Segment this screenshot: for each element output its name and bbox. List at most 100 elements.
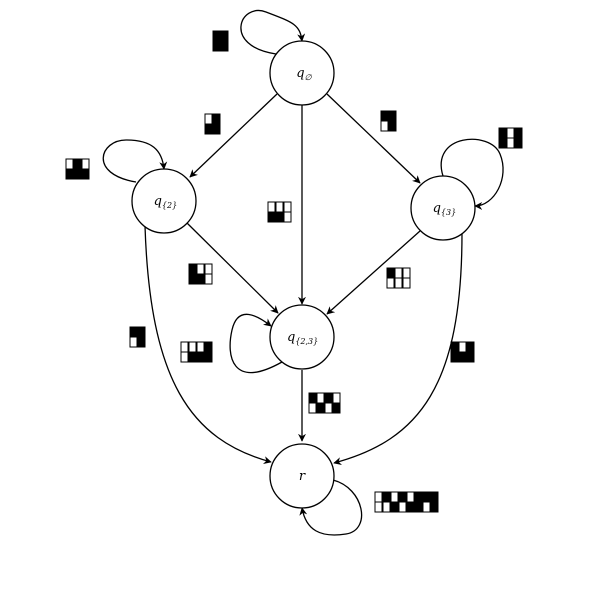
label-column [137,326,146,348]
label-column [73,158,82,180]
label-column [204,341,213,363]
label-cell-bottom [498,137,507,149]
label-cell-bottom [196,273,205,285]
label-cell-bottom [188,273,197,285]
label-column [506,127,515,149]
label-cell-bottom [406,501,415,513]
label-column [498,127,507,149]
label-column [81,158,90,180]
label-cell-bottom [382,501,391,513]
state-circle [131,168,197,234]
label-cell-top [65,158,74,170]
label-cell-top [394,267,403,279]
label-column [267,201,276,223]
label-cell-bottom [204,351,213,363]
edge-q_2-loop [102,139,168,183]
label-cell-bottom [180,351,189,363]
edge-label-q_2-to-q_23 [188,263,213,285]
label-column [388,110,397,132]
label-cell-top [204,113,213,125]
label-cell-top [388,110,397,122]
label-cell-top [81,158,90,170]
label-cell-bottom [380,120,389,132]
label-cell-bottom [394,277,403,289]
label-cell-top [180,341,189,353]
label-cell-top [73,158,82,170]
label-cell-top [188,263,197,275]
label-column [129,326,138,348]
label-column [324,392,333,414]
label-cell-bottom [402,277,411,289]
label-cell-bottom [506,137,515,149]
edge-q_2-to-q_23 [186,222,279,314]
label-column [332,392,341,414]
state-subscript: {2} [162,201,177,210]
label-column [406,491,415,513]
label-cell-top [506,127,515,139]
label-column [204,263,213,285]
label-column [450,341,459,363]
label-column [308,392,317,414]
edge-r-loop [299,479,363,536]
label-column [414,491,423,513]
nodes-layer: q∅q{2}q{3}q{2,3}r [131,40,476,509]
label-column [188,263,197,285]
label-cell-top [196,263,205,275]
label-column [422,491,431,513]
label-cell-top [129,326,138,338]
edge-q_empty-to-q_2 [189,93,278,178]
label-cell-bottom [212,40,221,52]
edge-q_3-to-q_23 [326,230,421,315]
label-column [394,267,403,289]
edge-q_empty-to-q_3 [326,93,421,184]
label-cell-top [212,113,221,125]
state-node-q_empty: q∅ [269,40,335,106]
label-cell-top [430,491,439,503]
label-cell-top [316,392,325,404]
label-cell-top [275,201,284,213]
label-column [212,30,221,52]
edge-label-q_23-to-r [308,392,341,414]
label-cell-top [398,491,407,503]
label-cell-top [380,110,389,122]
edge-label-q_3-loop [498,127,523,149]
label-cell-bottom [388,120,397,132]
label-cell-top [406,491,415,503]
label-cell-bottom [81,168,90,180]
state-node-r: r [269,443,335,509]
label-cell-top [382,491,391,503]
label-cell-bottom [390,501,399,513]
edge-label-q_empty-to-q_2 [204,113,221,135]
label-cell-top [267,201,276,213]
label-cell-bottom [324,402,333,414]
state-circle [269,304,335,370]
edge-label-q_empty-loop [212,30,229,52]
label-cell-bottom [308,402,317,414]
label-cell-top [324,392,333,404]
label-cell-bottom [466,351,475,363]
label-cell-top [466,341,475,353]
label-cell-bottom [374,501,383,513]
label-cell-top [402,267,411,279]
label-cell-bottom [283,211,292,223]
state-subscript: {3} [441,208,456,217]
edge-q_2-to-r [144,225,272,464]
label-cell-top [390,491,399,503]
edge-label-q_2-to-r [129,326,146,348]
label-column [275,201,284,223]
label-cell-top [220,30,229,42]
label-column [386,267,395,289]
label-column [430,491,439,513]
label-cell-bottom [386,277,395,289]
label-column [402,267,411,289]
label-cell-bottom [422,501,431,513]
edge-label-q_23-loop [180,341,213,363]
label-cell-bottom [129,336,138,348]
label-cell-bottom [450,351,459,363]
label-column [283,201,292,223]
label-cell-bottom [204,123,213,135]
edge-label-q_3-to-r [450,341,475,363]
label-cell-bottom [196,351,205,363]
state-label: r [299,469,306,484]
